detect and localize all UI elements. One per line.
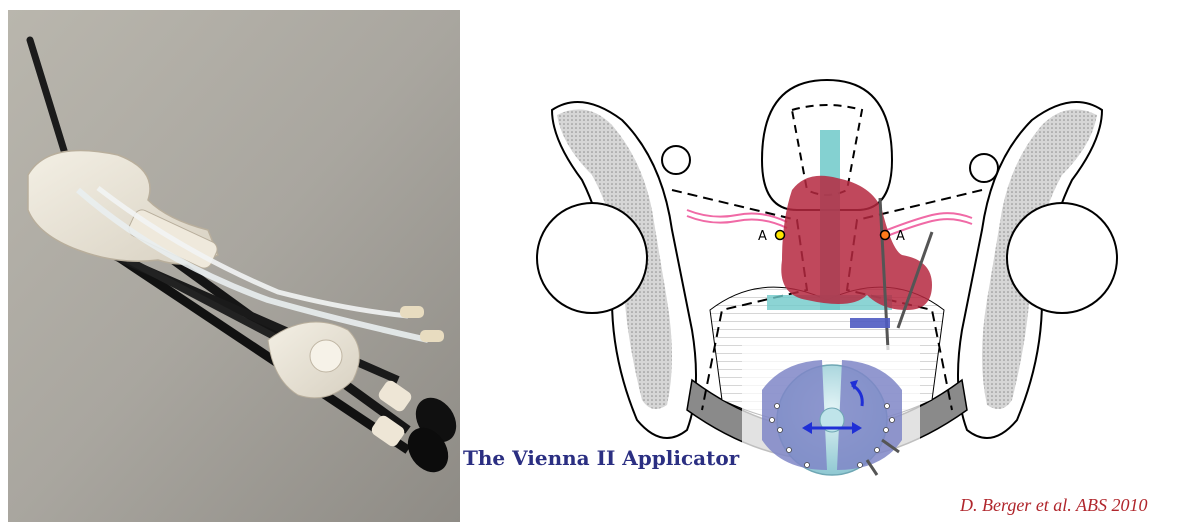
needle-guide [850, 318, 890, 328]
foramen-left [662, 146, 690, 174]
applicator-photo-drawing [8, 10, 460, 522]
uterine-vessel-left-2 [687, 216, 787, 228]
figure-title: The Vienna II Applicator [463, 443, 763, 473]
foramen-right [970, 154, 998, 182]
femoral-head-left [537, 203, 647, 313]
point-a-left-label: A [758, 229, 767, 244]
point-a-right-label: A [896, 229, 905, 244]
figure-credit: D. Berger et al. ABS 2010 [960, 492, 1192, 518]
tube-tip-1 [400, 306, 424, 318]
point-a-right [881, 231, 890, 240]
femoral-head-right [1007, 203, 1117, 313]
uterus-tumor [781, 176, 932, 310]
point-a-left [776, 231, 785, 240]
dial [310, 340, 342, 372]
applicator-photo [8, 10, 460, 522]
tube-tip-2 [420, 330, 444, 342]
